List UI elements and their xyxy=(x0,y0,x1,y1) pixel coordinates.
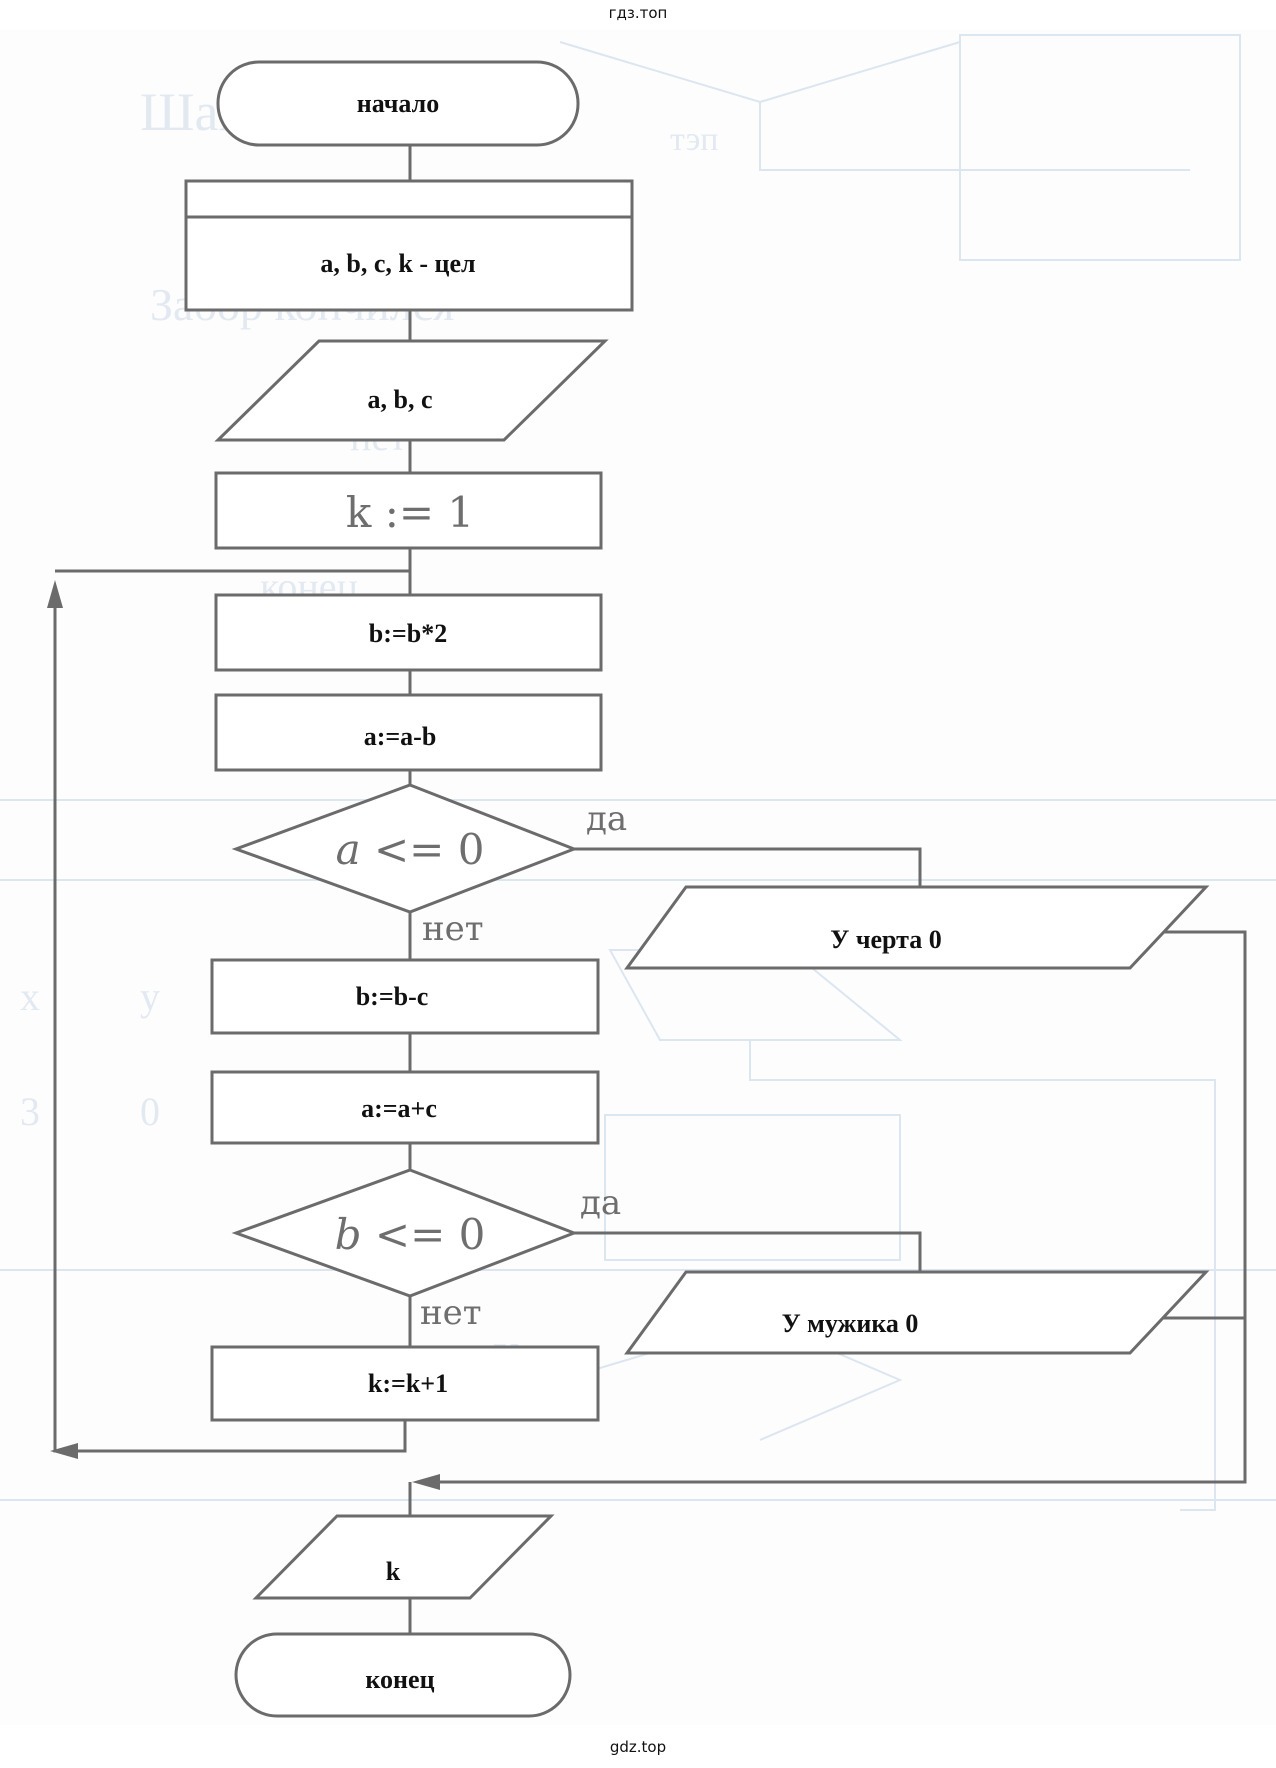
condition2-block: b <= 0 да нет xyxy=(231,1168,621,1333)
output2-block: У мужика 0 xyxy=(624,1270,1210,1355)
merge-line xyxy=(420,930,1247,1484)
ghost-text: 3 xyxy=(20,1089,40,1134)
connectors xyxy=(47,145,1247,1634)
loop-back-line xyxy=(53,590,407,1453)
arrow-left-icon xyxy=(50,1443,78,1459)
step4-label: a:=a+c xyxy=(361,1094,437,1123)
output1-block: У черта 0 xyxy=(624,885,1210,970)
arrow-left-icon xyxy=(412,1474,440,1490)
process-shape xyxy=(210,1345,600,1422)
declaration-block: a, b, c, k - цел xyxy=(184,179,634,312)
final-output-label: k xyxy=(386,1557,401,1586)
init-block: k := 1 xyxy=(214,471,603,550)
end-terminal: конец xyxy=(234,1632,572,1718)
declaration-label: a, b, c, k - цел xyxy=(320,249,475,278)
output-shape xyxy=(624,1270,1210,1355)
ghost-line xyxy=(749,1040,1216,1511)
output1-label: У черта 0 xyxy=(830,925,942,954)
ghost-text: y xyxy=(140,974,160,1019)
process-shape xyxy=(214,693,603,772)
init-label: k := 1 xyxy=(346,488,474,537)
yes-label: да xyxy=(586,799,627,839)
output-shape xyxy=(252,1514,555,1600)
condition2-label: b <= 0 xyxy=(335,1210,486,1259)
step3-label: b:=b-c xyxy=(356,982,429,1011)
ghost-text: тэп xyxy=(670,121,719,158)
ghost-text: x xyxy=(20,974,40,1019)
yes-branch-1-line xyxy=(574,847,922,887)
start-terminal: начало xyxy=(216,60,580,147)
step3-block: b:=b-c xyxy=(210,958,600,1035)
final-output-block: k xyxy=(252,1514,555,1600)
input-shape xyxy=(214,339,609,442)
ghost-text: 0 xyxy=(140,1089,160,1134)
output2-label: У мужика 0 xyxy=(782,1309,919,1338)
step2-label: a:=a-b xyxy=(364,722,437,751)
process-shape xyxy=(210,958,600,1035)
decision-shape xyxy=(231,1168,579,1298)
declaration-shape xyxy=(184,179,634,312)
process-shape xyxy=(214,593,603,672)
condition1-label: a <= 0 xyxy=(336,825,485,874)
terminal-shape xyxy=(234,1632,572,1718)
process-shape xyxy=(214,471,603,550)
terminal-shape xyxy=(216,60,580,147)
decision-shape xyxy=(231,783,579,914)
yes-branch-2-line xyxy=(574,1231,922,1272)
step2-block: a:=a-b xyxy=(214,693,603,772)
start-label: начало xyxy=(357,89,439,118)
process-shape xyxy=(210,1070,600,1145)
no-label: нет xyxy=(422,909,484,949)
input-label: a, b, c xyxy=(368,385,433,414)
ghost-rect xyxy=(959,34,1241,261)
step5-block: k:=k+1 xyxy=(210,1345,600,1422)
ghost-rect xyxy=(604,1114,901,1261)
ghost-line xyxy=(759,102,1190,171)
end-label: конец xyxy=(365,1665,434,1694)
step1-label: b:=b*2 xyxy=(369,619,447,648)
yes-label: да xyxy=(580,1183,621,1223)
step4-block: a:=a+c xyxy=(210,1070,600,1145)
watermark-bottom: gdz.top xyxy=(609,1738,667,1756)
scanned-page xyxy=(0,30,1276,1725)
step1-block: b:=b*2 xyxy=(214,593,603,672)
step5-label: k:=k+1 xyxy=(368,1369,448,1398)
input-block: a, b, c xyxy=(214,339,609,442)
output-shape xyxy=(624,885,1210,970)
arrow-up-icon xyxy=(47,580,63,608)
ghost-diamond xyxy=(559,41,961,104)
watermark-top: гдз.топ xyxy=(608,4,668,22)
no-label: нет xyxy=(420,1293,482,1333)
condition1-block: a <= 0 да нет xyxy=(231,783,627,949)
